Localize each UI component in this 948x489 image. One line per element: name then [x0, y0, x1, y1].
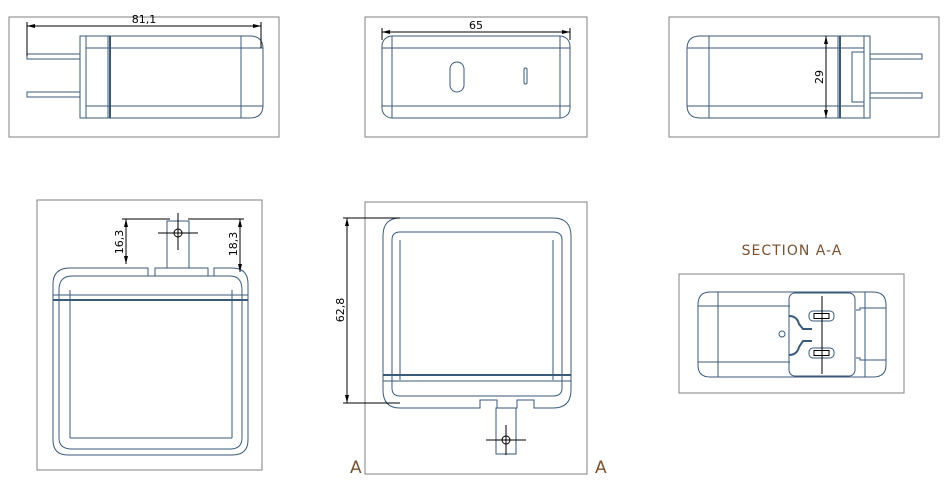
dimension-height: 62,8: [334, 298, 347, 323]
side-view-right: 29: [668, 16, 940, 138]
front-view-left: 16,3 18,3: [36, 199, 263, 471]
front-view-middle: 62,8 A A: [334, 201, 607, 478]
dimension-width: 65: [469, 19, 483, 32]
dimension-prong-b: 18,3: [227, 232, 240, 257]
section-marker-left: A: [350, 458, 362, 478]
dimension-prong-a: 16,3: [113, 230, 126, 255]
dimension-length: 81,1: [132, 13, 157, 26]
section-view: SECTION A-A: [678, 243, 905, 394]
dimension-thickness: 29: [813, 70, 826, 84]
top-view: 65: [364, 16, 588, 138]
side-view-left: 81,1: [8, 13, 280, 138]
section-marker-right: A: [595, 458, 607, 478]
section-title: SECTION A-A: [742, 243, 843, 259]
